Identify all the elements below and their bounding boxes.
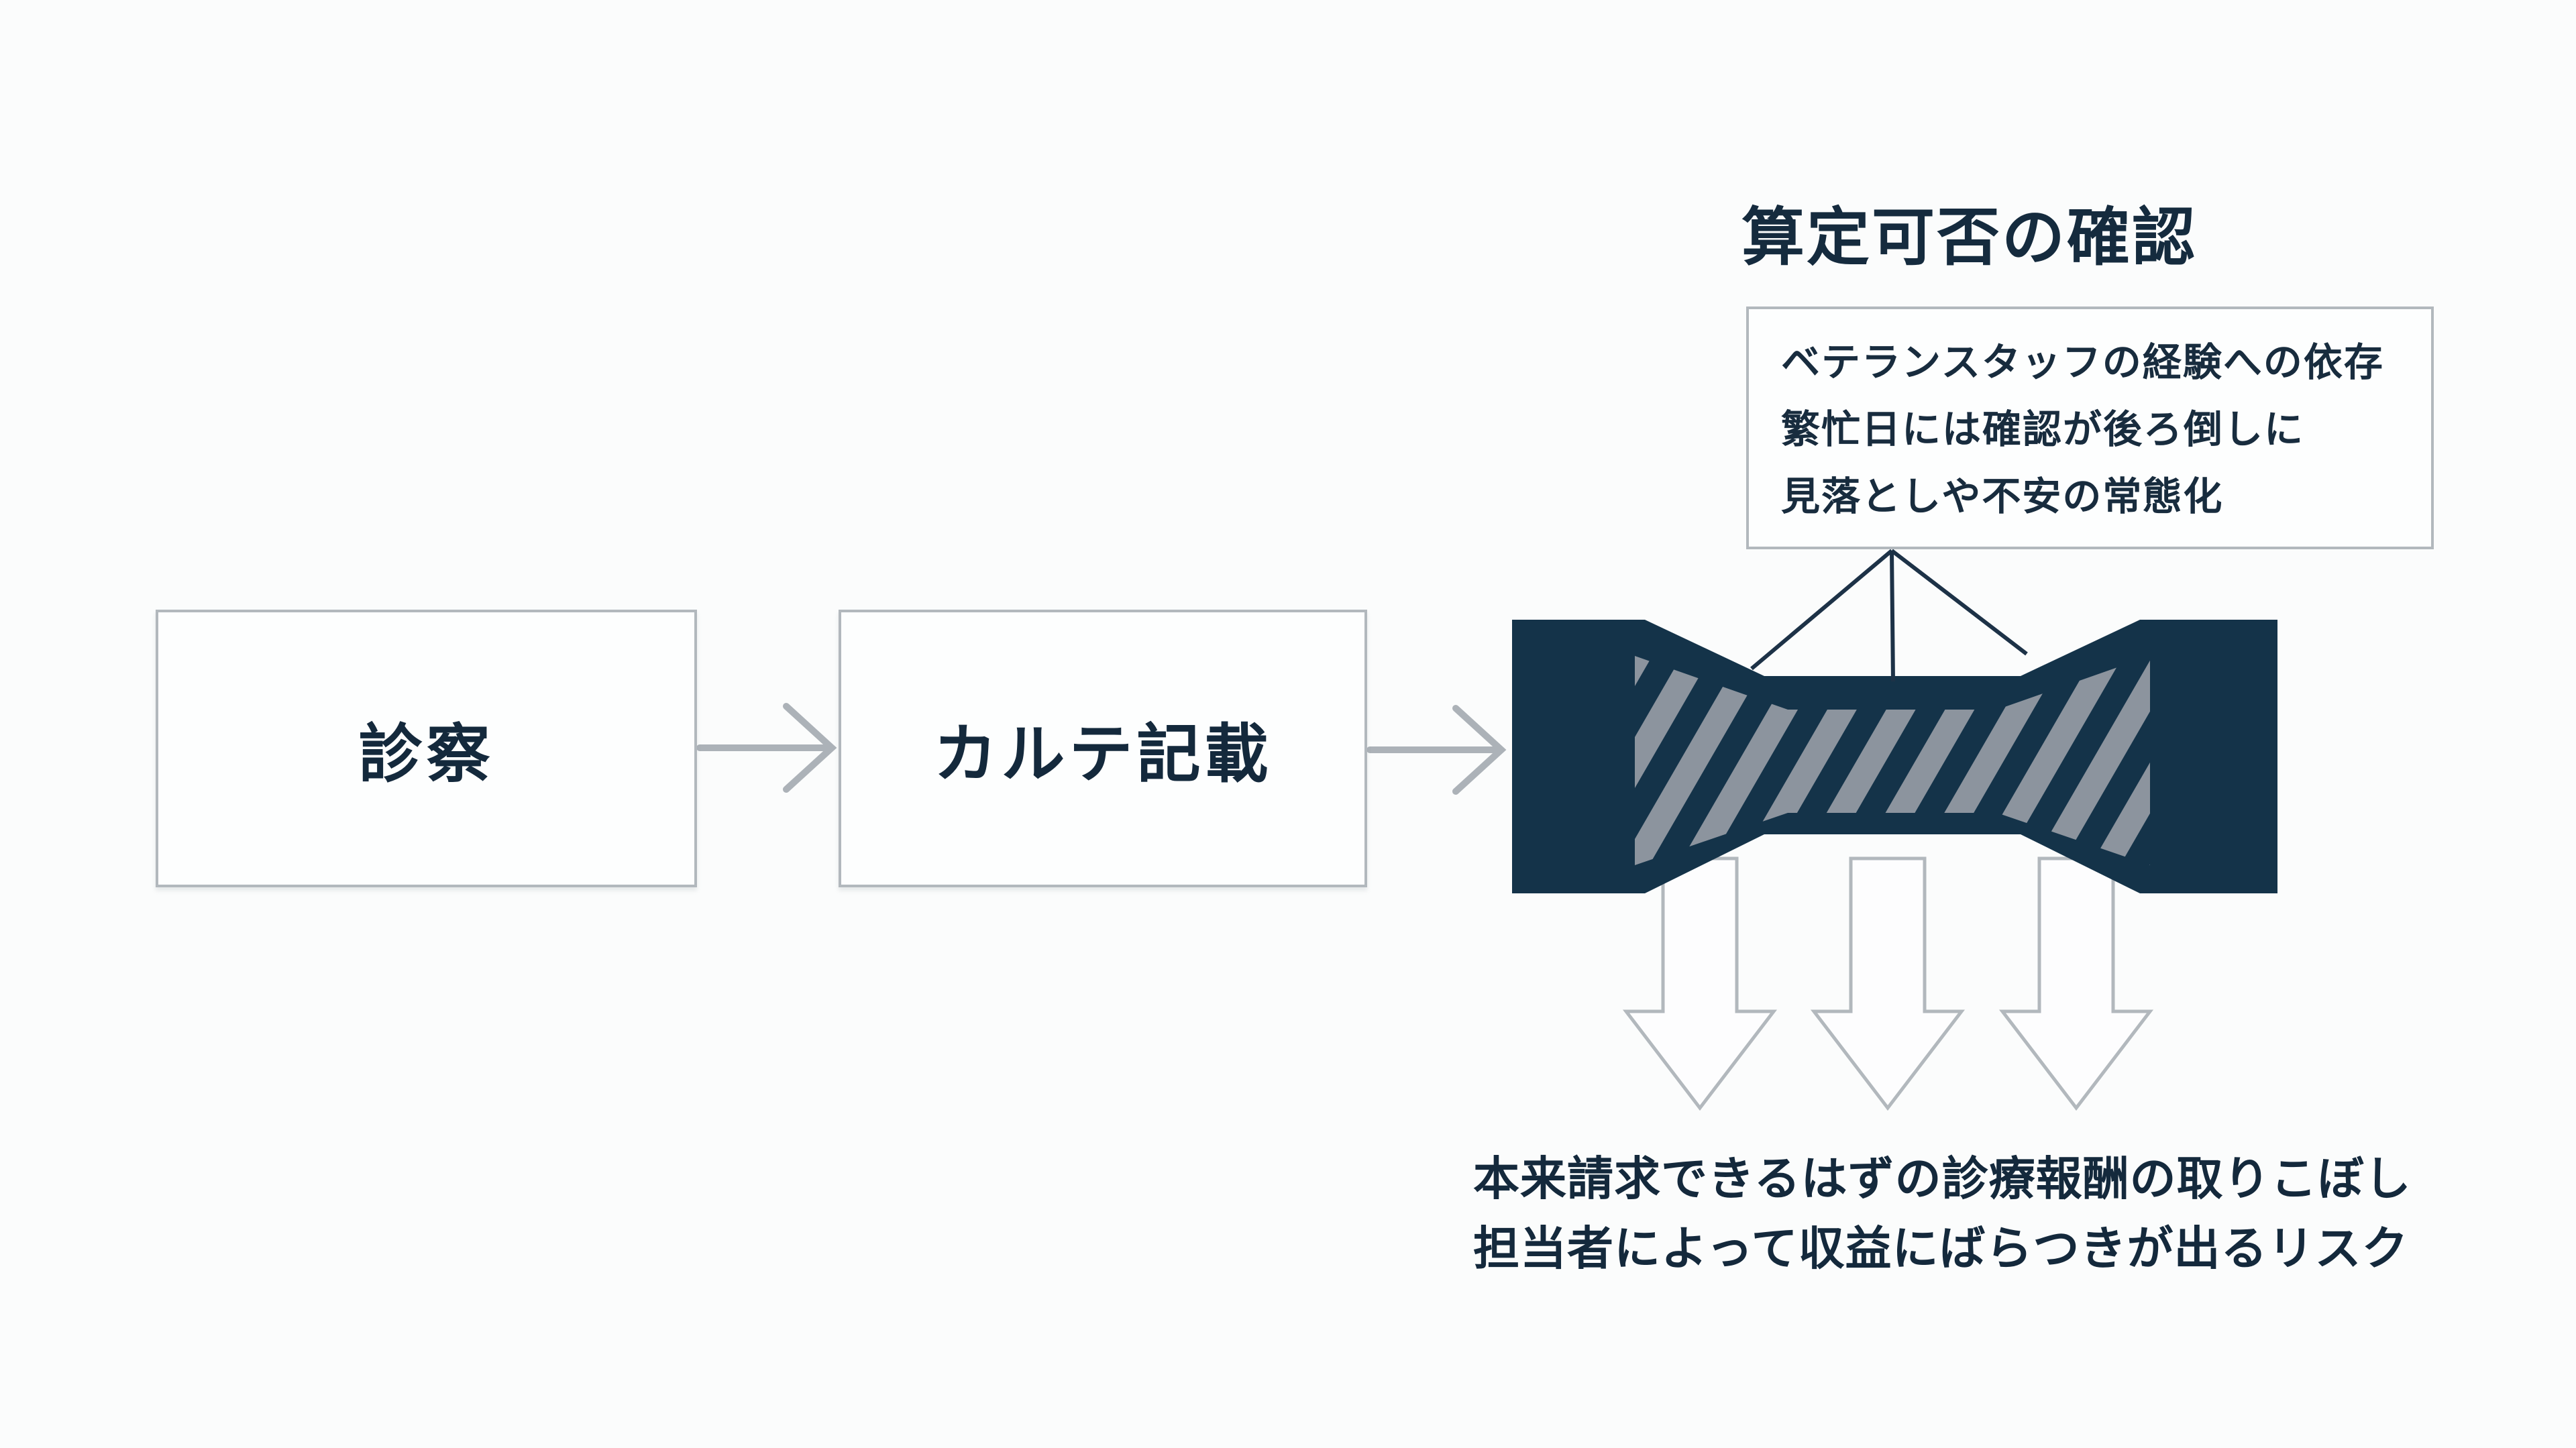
callout-line: 見落としや不安の常態化 (1781, 475, 2224, 518)
callout-line: 繁忙日には確認が後ろ倒しに (1781, 408, 2305, 451)
connector-line-left (1750, 549, 1893, 671)
flow-arrows (696, 703, 1507, 795)
connector-line-center (1890, 550, 1895, 682)
flow-step-label: 診察 (358, 718, 494, 790)
right-arrow-icon (1366, 705, 1507, 795)
block-down-arrow-icon (1998, 856, 2154, 1111)
risk-text-block: 本来請求できるはずの診療報酬の取りこぼし 担当者によって収益にばらつきが出るリス… (1473, 1144, 2479, 1284)
callout-connector-lines (1750, 549, 2028, 682)
risk-line: 本来請求できるはずの診療報酬の取りこぼし (1473, 1153, 2412, 1205)
callout-line: ベテランスタッフの経験への依存 (1781, 341, 2384, 384)
bottleneck-hatched-inner-shape (1635, 656, 2150, 865)
page-title: 算定可否の確認 (1741, 202, 2198, 272)
right-arrow-icon (696, 703, 837, 793)
flow-step-label: カルテ記載 (933, 718, 1273, 790)
impact-down-arrows (1622, 856, 2154, 1111)
block-down-arrow-icon (1622, 856, 1778, 1111)
connector-line-right (1890, 549, 2028, 656)
block-down-arrow-icon (1810, 856, 1966, 1111)
bowtie-bottleneck-icon (1512, 620, 2277, 893)
flow-step-chart-entry: カルテ記載 (839, 610, 1367, 887)
flow-step-examination: 診察 (156, 610, 697, 887)
callout-box: ベテランスタッフの経験への依存 繁忙日には確認が後ろ倒しに 見落としや不安の常態… (1746, 307, 2434, 549)
risk-line: 担当者によって収益にばらつきが出るリスク (1473, 1223, 2409, 1274)
